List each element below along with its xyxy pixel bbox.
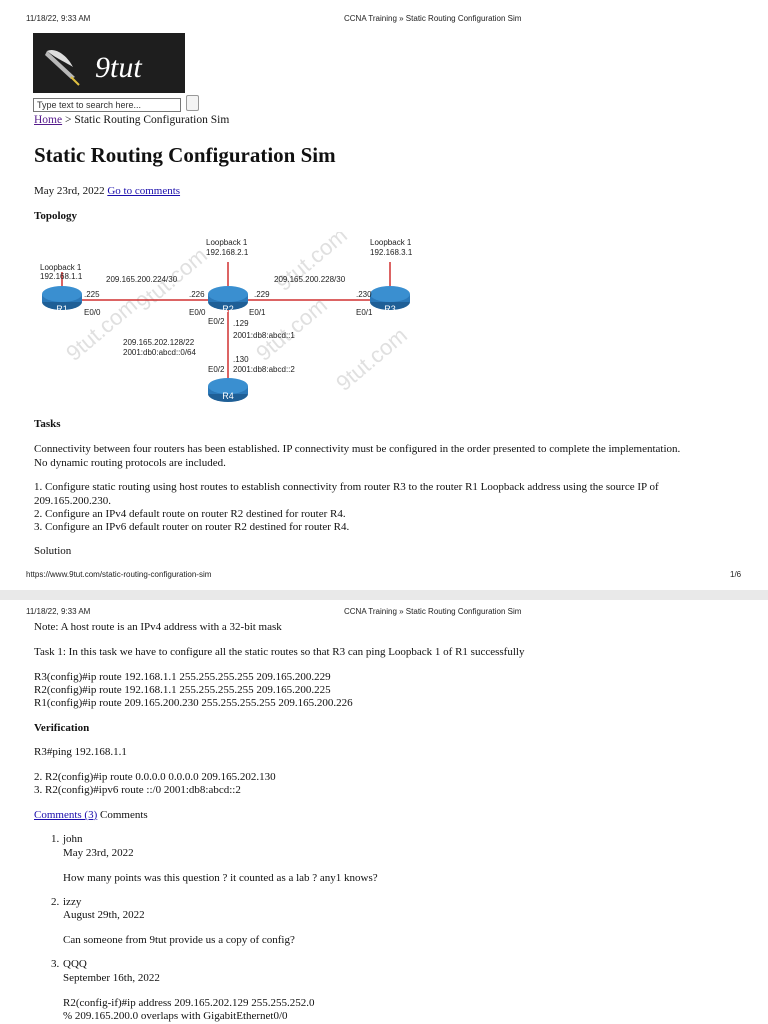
- comment-text: % 209.165.200.0 overlaps with GigabitEth…: [63, 1010, 288, 1022]
- print-page-2: 11/18/22, 9:33 AM CCNA Training » Static…: [0, 600, 768, 1024]
- search-input[interactable]: Type text to search here...: [33, 98, 181, 112]
- svg-text:9tut.com: 9tut.com: [331, 322, 412, 395]
- router-r2-icon: R2: [208, 286, 248, 314]
- svg-text:E0/2: E0/2: [208, 317, 225, 326]
- print-doc-title-2: CCNA Training » Static Routing Configura…: [344, 607, 522, 616]
- comment-author: QQQ: [63, 958, 87, 970]
- print-page-number: 1/6: [730, 570, 742, 579]
- router-r1-icon: R1: [42, 286, 82, 314]
- page-separator: [0, 590, 768, 600]
- post-date: May 23rd, 2022: [34, 185, 105, 197]
- svg-text:192.168.3.1: 192.168.3.1: [370, 248, 413, 257]
- svg-text:E0/0: E0/0: [189, 308, 206, 317]
- quill-pen-icon: 9tut: [33, 33, 185, 93]
- print-page-1: 11/18/22, 9:33 AM CCNA Training » Static…: [26, 14, 742, 579]
- svg-text:9tut.com: 9tut.com: [251, 292, 332, 365]
- breadcrumb: Home > Static Routing Configuration Sim: [34, 114, 229, 126]
- comment-author: john: [63, 833, 83, 845]
- comment-author: izzy: [63, 896, 82, 908]
- intro-line-2: No dynamic routing protocols are include…: [34, 457, 226, 469]
- solution-label: Solution: [34, 545, 72, 557]
- svg-text:192.168.2.1: 192.168.2.1: [206, 248, 249, 257]
- topology-heading: Topology: [34, 210, 78, 222]
- svg-text:.230: .230: [356, 290, 372, 299]
- task-1-line-1: 1. Configure static routing using host r…: [34, 481, 659, 493]
- svg-text:R4: R4: [222, 391, 234, 401]
- host-route-note: Note: A host route is an IPv4 address wi…: [34, 621, 282, 633]
- answer-2: 2. R2(config)#ip route 0.0.0.0 0.0.0.0 2…: [34, 771, 276, 783]
- comment-date: May 23rd, 2022: [63, 847, 134, 859]
- ping-command: R3#ping 192.168.1.1: [34, 746, 127, 758]
- svg-text:R3: R3: [384, 304, 396, 314]
- svg-text:E0/0: E0/0: [84, 308, 101, 317]
- comment-number: 3.: [51, 958, 60, 970]
- svg-text:192.168.1.1: 192.168.1.1: [40, 272, 83, 281]
- comment-text: R2(config-if)#ip address 209.165.202.129…: [63, 997, 315, 1009]
- logo-text: 9tut: [95, 51, 142, 84]
- svg-text:E0/1: E0/1: [249, 308, 266, 317]
- task-2: 2. Configure an IPv4 default route on ro…: [34, 508, 346, 520]
- svg-text:.226: .226: [189, 290, 205, 299]
- svg-text:.129: .129: [233, 319, 249, 328]
- router-r3-icon: R3: [370, 286, 410, 314]
- breadcrumb-current: Static Routing Configuration Sim: [74, 114, 230, 126]
- svg-text:Loopback 1: Loopback 1: [370, 238, 412, 247]
- router-r4-icon: R4: [208, 378, 248, 402]
- svg-text:E0/1: E0/1: [356, 308, 373, 317]
- comment-date: September 16th, 2022: [63, 972, 160, 984]
- task-1-line-2: 209.165.200.230.: [34, 495, 111, 507]
- site-logo[interactable]: 9tut: [33, 33, 185, 93]
- svg-text:.130: .130: [233, 355, 249, 364]
- page-title: Static Routing Configuration Sim: [34, 143, 336, 167]
- command-line: R3(config)#ip route 192.168.1.1 255.255.…: [34, 671, 331, 683]
- breadcrumb-separator: >: [62, 114, 75, 126]
- svg-text:2001:db8:abcd::2: 2001:db8:abcd::2: [233, 365, 295, 374]
- comment-text: Can someone from 9tut provide us a copy …: [63, 934, 295, 946]
- svg-text:R1: R1: [56, 304, 68, 314]
- svg-text:.229: .229: [254, 290, 270, 299]
- print-url: https://www.9tut.com/static-routing-conf…: [26, 570, 212, 579]
- print-datetime: 11/18/22, 9:33 AM: [26, 14, 91, 23]
- command-line: R1(config)#ip route 209.165.200.230 255.…: [34, 697, 353, 709]
- comments-header: Comments (3) Comments: [34, 809, 148, 823]
- task-3: 3. Configure an IPv6 default router on r…: [34, 521, 350, 533]
- svg-text:E0/2: E0/2: [208, 365, 225, 374]
- topology-diagram: 9tut.com 9tut.com 9tut.com 9tut.com 9tut…: [40, 232, 413, 402]
- tasks-heading: Tasks: [34, 418, 61, 430]
- comment-text: How many points was this question ? it c…: [63, 872, 378, 884]
- post-meta: May 23rd, 2022 Go to comments: [34, 185, 180, 199]
- svg-text:.225: .225: [84, 290, 100, 299]
- answer-3: 3. R2(config)#ipv6 route ::/0 2001:db8:a…: [34, 784, 241, 796]
- svg-text:209.165.202.128/22: 209.165.202.128/22: [123, 338, 195, 347]
- svg-text:2001:db8:abcd::1: 2001:db8:abcd::1: [233, 331, 295, 340]
- svg-text:Loopback 1: Loopback 1: [206, 238, 248, 247]
- comment-number: 1.: [51, 833, 60, 845]
- svg-text:209.165.200.224/30: 209.165.200.224/30: [106, 275, 178, 284]
- print-datetime-2: 11/18/22, 9:33 AM: [26, 607, 91, 616]
- comment-number: 2.: [51, 896, 60, 908]
- task-1-description: Task 1: In this task we have to configur…: [34, 646, 525, 658]
- svg-text:9tut.com: 9tut.com: [271, 232, 352, 296]
- breadcrumb-home-link[interactable]: Home: [34, 114, 63, 126]
- go-to-comments-link[interactable]: Go to comments: [107, 185, 181, 197]
- comments-label: Comments: [97, 809, 148, 821]
- comment-date: August 29th, 2022: [63, 909, 145, 921]
- intro-line-1: Connectivity between four routers has be…: [34, 443, 681, 455]
- svg-text:2001:db0:abcd::0/64: 2001:db0:abcd::0/64: [123, 348, 197, 357]
- print-doc-title: CCNA Training » Static Routing Configura…: [344, 14, 522, 23]
- svg-text:R2: R2: [222, 304, 234, 314]
- verification-heading: Verification: [34, 722, 90, 734]
- command-line: R2(config)#ip route 192.168.1.1 255.255.…: [34, 684, 331, 696]
- search-button[interactable]: [186, 95, 199, 111]
- svg-text:Loopback 1: Loopback 1: [40, 263, 82, 272]
- svg-text:209.165.200.228/30: 209.165.200.228/30: [274, 275, 346, 284]
- comments-count-link[interactable]: Comments (3): [34, 809, 98, 821]
